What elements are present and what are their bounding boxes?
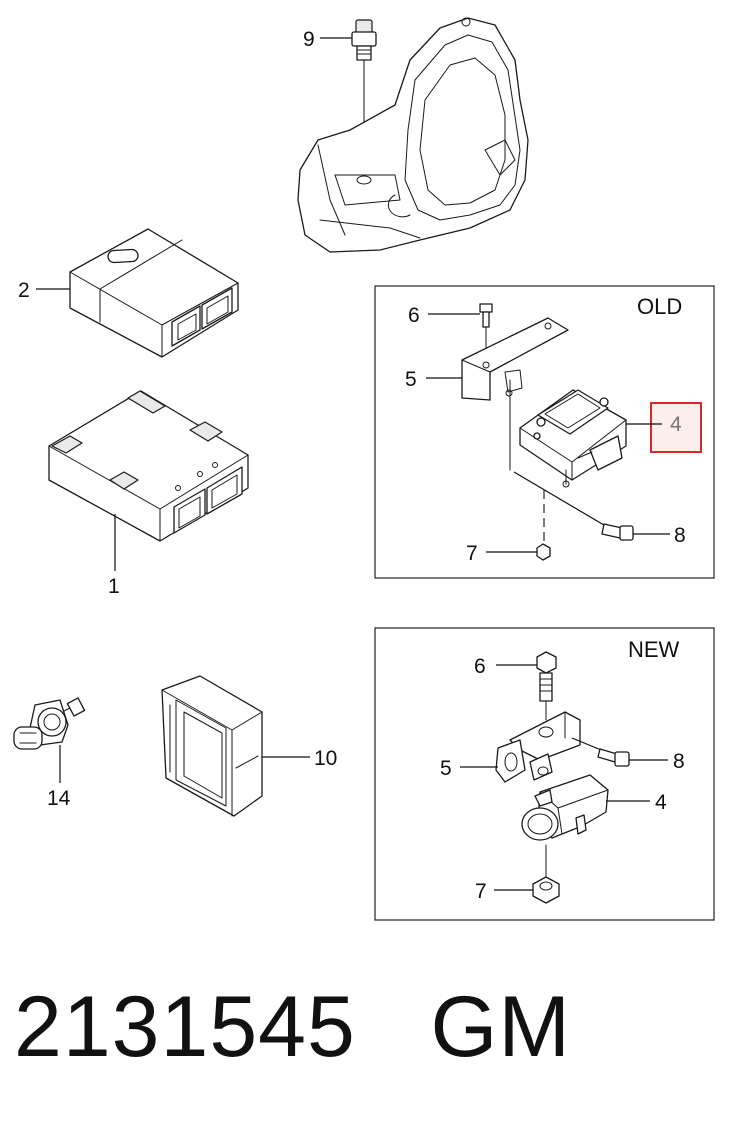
brand-name: GM (430, 979, 572, 1075)
new-screw-8 (597, 748, 630, 767)
callout-new-4: 4 (655, 791, 667, 814)
callout-old-5: 5 (405, 368, 417, 391)
old-guide-8 (513, 471, 610, 529)
callout-9: 9 (303, 28, 315, 51)
new-nut-7 (532, 876, 560, 904)
callout-2: 2 (18, 279, 30, 302)
inset-new-frame (374, 627, 715, 921)
old-module-4 (519, 389, 627, 488)
new-bracket-5 (495, 711, 581, 783)
part-2-module (69, 228, 239, 358)
old-bracket-5 (461, 317, 569, 401)
callout-new-5: 5 (440, 757, 452, 780)
old-nut-7 (536, 543, 551, 561)
callout-new-7: 7 (475, 880, 487, 903)
callout-1: 1 (108, 575, 120, 598)
footer-separator (356, 979, 431, 1075)
new-sensor-4 (521, 774, 609, 841)
part-number: 2131545 (14, 979, 356, 1075)
inset-new-label: NEW (628, 637, 680, 662)
highlight-box (650, 402, 702, 453)
callout-old-8: 8 (674, 524, 686, 547)
transmission-housing (297, 17, 529, 253)
part-14-switch (13, 697, 86, 750)
part-number-footer: 2131545 GM (14, 978, 571, 1077)
new-bolt-6 (536, 651, 557, 721)
part-9-sensor (351, 19, 377, 181)
part-1-module (48, 390, 249, 542)
part-10-cover (161, 675, 263, 817)
callout-new-6: 6 (474, 655, 486, 678)
old-screw-8 (601, 523, 634, 541)
callout-10: 10 (314, 747, 337, 770)
inset-old-label: OLD (637, 294, 682, 319)
callout-old-4: 4 (670, 413, 682, 436)
inset-old-frame (374, 285, 715, 579)
callout-14: 14 (47, 787, 71, 810)
callout-old-6: 6 (408, 304, 420, 327)
callout-new-8: 8 (673, 750, 685, 773)
callout-old-7: 7 (466, 542, 478, 565)
